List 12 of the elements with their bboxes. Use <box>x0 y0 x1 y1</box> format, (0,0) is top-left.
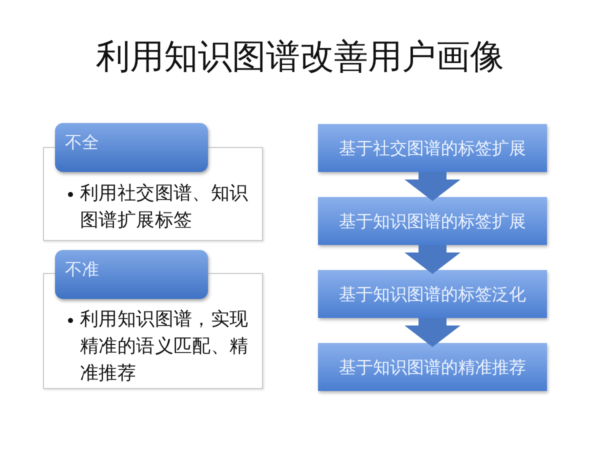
bullet-text: 利用社交图谱、知识图谱扩展标签 <box>80 182 250 233</box>
process-box: 基于社交图谱的标签扩展 <box>318 124 547 172</box>
process-box: 基于知识图谱的标签扩展 <box>318 197 547 245</box>
title: 利用知识图谱改善用户画像 <box>95 36 505 79</box>
heading-tab: 不准 <box>55 250 208 299</box>
block-arrow <box>404 245 460 274</box>
block-arrow <box>404 318 460 347</box>
bullet-text: 利用知识图谱，实现精准的语义匹配、精准推荐 <box>80 308 250 386</box>
heading-tab: 不全 <box>55 123 208 172</box>
process-box: 基于知识图谱的标签泛化 <box>318 270 547 318</box>
block-arrow <box>404 172 460 201</box>
process-box: 基于知识图谱的精准推荐 <box>318 343 547 391</box>
